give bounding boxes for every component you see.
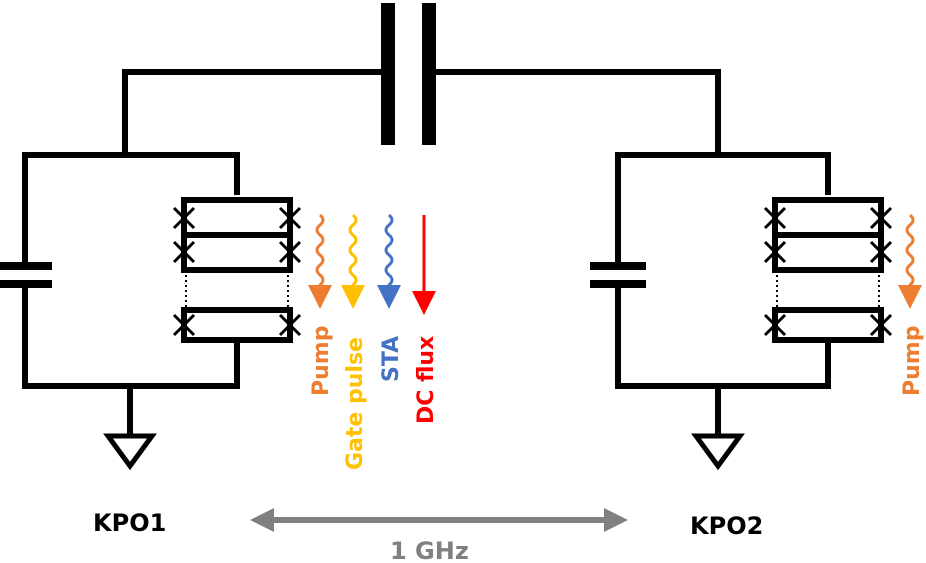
kpo2-josephson-junctions	[763, 206, 893, 337]
coupling-wires	[122, 69, 721, 155]
gate-pulse-label: Gate pulse	[343, 337, 368, 470]
sta-line	[377, 213, 401, 309]
gate-pulse-line	[341, 213, 365, 309]
kpo1-label: KPO1	[93, 509, 166, 537]
kpo1-josephson-junctions	[172, 206, 302, 337]
kpo2-squid-array	[772, 197, 884, 343]
detuning-arrow	[250, 508, 628, 532]
kpo1-circuit	[22, 152, 240, 471]
kpo2-shunt-capacitor	[590, 262, 646, 288]
frequency-label: 1 GHz	[390, 537, 469, 563]
kpo1-shunt-capacitor	[0, 262, 52, 288]
pump-line-kpo1	[308, 213, 332, 309]
coupling-capacitor	[381, 3, 436, 145]
dc-flux-label: DC flux	[414, 336, 439, 424]
pump-label-kpo1: Pump	[309, 326, 334, 396]
pump-label-kpo2: Pump	[900, 326, 925, 396]
sta-label: STA	[379, 336, 404, 382]
kpo2-circuit	[615, 152, 831, 471]
pump-line-kpo2	[898, 213, 922, 309]
kpo1-squid-array	[181, 197, 293, 343]
kpo2-label: KPO2	[690, 512, 763, 540]
